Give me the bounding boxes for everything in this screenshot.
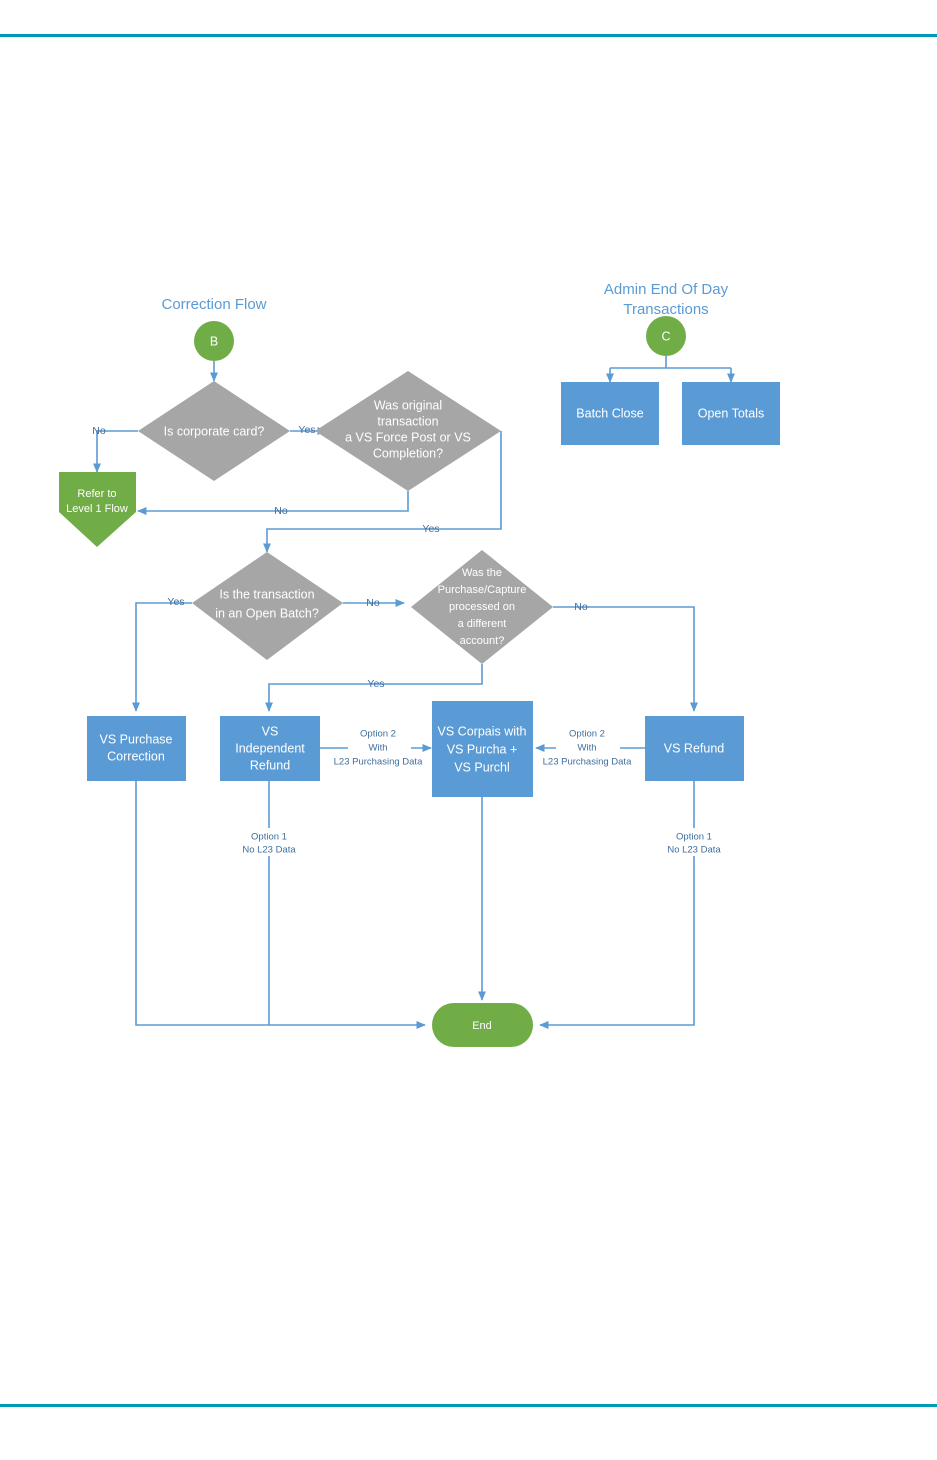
node-batch-close-label: Batch Close [576, 406, 643, 420]
edge-label-corporate-card-yes: Yes [298, 424, 315, 436]
connector-different-account-no [553, 606, 698, 712]
node-vs-refund[interactable]: VS Refund [645, 716, 744, 781]
edge-label-open-batch-yes: Yes [167, 596, 184, 608]
node-decision-original-transaction-line1: Was original [374, 398, 442, 412]
connector-different-account-yes [265, 664, 483, 712]
node-vs-corpais-line2: VS Purcha + [447, 742, 518, 756]
edge-label-right-option1-line1: Option 1 [676, 832, 712, 843]
node-vs-independent-refund-line3: Refund [250, 758, 290, 772]
node-decision-open-batch[interactable]: Is the transaction in an Open Batch? [192, 552, 343, 660]
node-start-c-label: C [661, 329, 670, 343]
node-vs-independent-refund[interactable]: VS Independent Refund [220, 716, 320, 781]
admin-eod-title-line1: Admin End Of Day [604, 281, 729, 298]
node-decision-original-transaction-line3: a VS Force Post or VS [345, 430, 471, 444]
node-vs-corpais-line1: VS Corpais with [438, 724, 527, 738]
edge-label-right-option1-line2: No L23 Data [667, 845, 721, 856]
correction-flow-title: Correction Flow [161, 296, 266, 313]
page-bottom-rule [0, 1404, 937, 1407]
node-start-b[interactable]: B [194, 321, 234, 361]
node-decision-corporate-card[interactable]: Is corporate card? [138, 381, 290, 481]
node-end-label: End [472, 1020, 492, 1032]
edge-label-original-txn-no: No [274, 505, 288, 517]
node-decision-different-account-line1: Was the [462, 567, 502, 579]
node-refer-level1-flow-line1: Refer to [77, 488, 116, 500]
edge-label-left-option2-line1: Option 2 [360, 729, 396, 740]
node-decision-different-account-line5: account? [460, 635, 505, 647]
node-refer-level1-flow-line2: Level 1 Flow [66, 503, 128, 515]
edge-label-right-option2-line3: L23 Purchasing Data [543, 757, 632, 768]
node-decision-different-account[interactable]: Was the Purchase/Capture processed on a … [411, 550, 553, 664]
node-open-totals[interactable]: Open Totals [682, 382, 780, 445]
node-decision-different-account-line2: Purchase/Capture [438, 584, 527, 596]
node-vs-independent-refund-line1: VS [262, 724, 279, 738]
edge-label-right-option2-line1: Option 2 [569, 729, 605, 740]
edge-label-left-option2-line3: L23 Purchasing Data [334, 757, 423, 768]
edge-label-different-account-no: No [574, 601, 588, 613]
node-decision-different-account-line3: processed on [449, 601, 515, 613]
connector-open-batch-yes [132, 602, 192, 712]
connector-original-txn-yes [263, 431, 502, 553]
edge-label-left-option1-line2: No L23 Data [242, 845, 296, 856]
node-vs-corpais[interactable]: VS Corpais with VS Purcha + VS Purchl [432, 701, 533, 797]
connector-purchase-correction-to-end [135, 781, 426, 1029]
connector-corporate-card-no [93, 430, 138, 473]
node-decision-original-transaction-line4: Completion? [373, 446, 443, 460]
node-decision-original-transaction-line2: transaction [377, 414, 438, 428]
page-top-rule [0, 34, 937, 37]
node-open-totals-label: Open Totals [698, 406, 764, 420]
edge-label-original-txn-yes: Yes [422, 523, 439, 535]
edge-label-left-option2-line2: With [369, 743, 388, 754]
admin-eod-title-line2: Transactions [623, 301, 708, 318]
node-start-b-label: B [210, 334, 218, 348]
node-vs-refund-label: VS Refund [664, 741, 725, 755]
node-batch-close[interactable]: Batch Close [561, 382, 659, 445]
node-vs-purchase-correction[interactable]: VS Purchase Correction [87, 716, 186, 781]
node-decision-different-account-line4: a different [458, 618, 507, 630]
node-vs-purchase-correction-line1: VS Purchase [100, 732, 173, 746]
node-decision-open-batch-line2: in an Open Batch? [215, 606, 319, 620]
node-end[interactable]: End [432, 1003, 533, 1047]
edge-label-right-option2-line2: With [578, 743, 597, 754]
node-refer-level1-flow[interactable]: Refer to Level 1 Flow [59, 472, 136, 547]
edge-label-open-batch-no: No [366, 597, 380, 609]
edge-label-different-account-yes: Yes [367, 678, 384, 690]
node-decision-original-transaction[interactable]: Was original transaction a VS Force Post… [315, 371, 501, 491]
node-decision-corporate-card-label: Is corporate card? [164, 424, 265, 438]
edge-label-left-option1-line1: Option 1 [251, 832, 287, 843]
node-vs-purchase-correction-line2: Correction [107, 749, 165, 763]
node-decision-open-batch-line1: Is the transaction [219, 587, 314, 601]
edge-label-corporate-card-no: No [92, 425, 106, 437]
node-vs-independent-refund-line2: Independent [235, 741, 305, 755]
connector-original-txn-no [137, 491, 409, 515]
node-vs-corpais-line3: VS Purchl [454, 760, 510, 774]
node-start-c[interactable]: C [646, 316, 686, 356]
connector-vs-refund-to-end [539, 856, 695, 1029]
